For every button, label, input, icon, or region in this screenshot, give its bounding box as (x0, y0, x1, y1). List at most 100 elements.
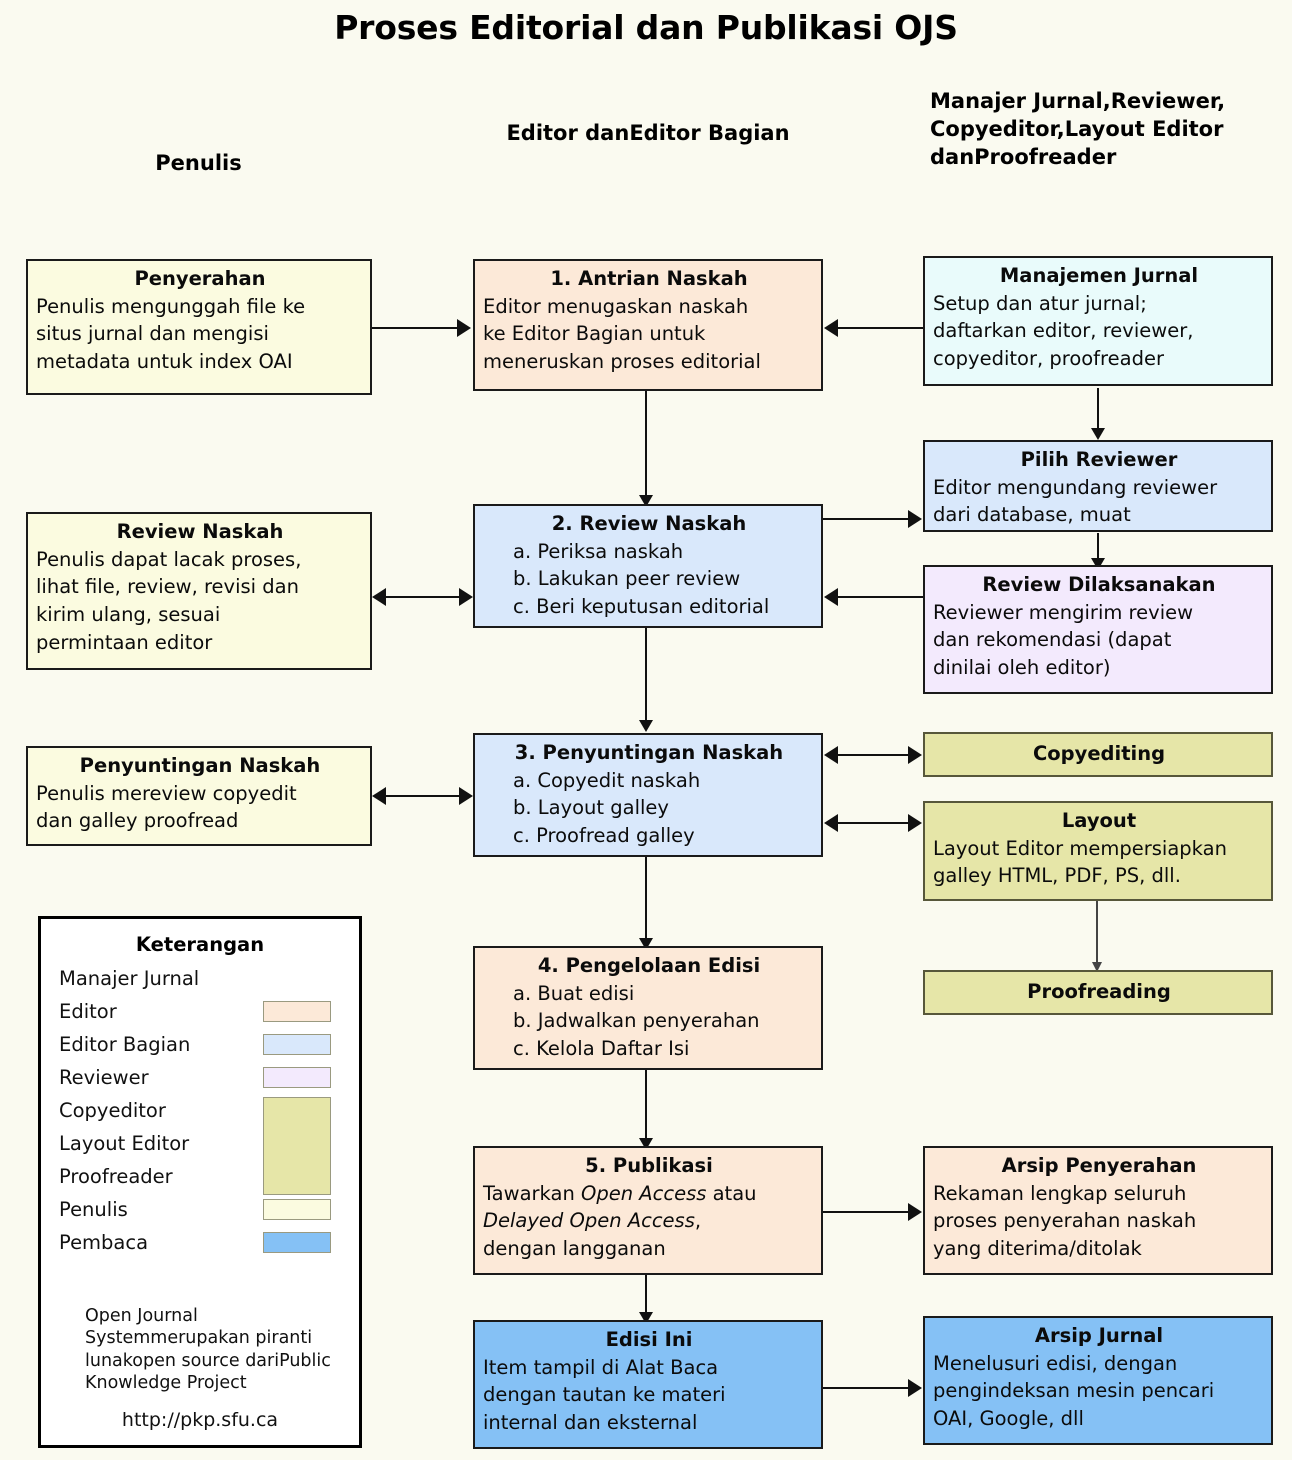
box-proofreading-heading: Proofreading (1027, 980, 1171, 1004)
box-penyuntingan-naskah-penulis-heading: Penyuntingan Naskah (79, 754, 321, 777)
box-pilih-reviewer-heading: Pilih Reviewer (1020, 448, 1178, 471)
arrowhead-down (1091, 428, 1105, 440)
arrowhead-right (459, 588, 473, 606)
column-heading-authors-label: Penulis (155, 151, 242, 175)
arrowhead-right (908, 814, 922, 832)
box-pilih-reviewer[interactable]: Pilih Reviewer Editor mengundang reviewe… (923, 440, 1273, 532)
box-antrian-naskah[interactable]: 1. Antrian Naskah Editor menugaskan nask… (473, 259, 823, 391)
connector-publikasi-to-edisiini (645, 1275, 647, 1318)
legend-item: Copyeditor (41, 1094, 359, 1195)
connector-penyerahan-to-antrian (372, 327, 458, 329)
arrowhead-right (908, 746, 922, 764)
column-heading-editors: Editor danEditor Bagian (473, 120, 823, 148)
box-review-naskah-penulis-body: Penulis dapat lacak proses,lihat file, r… (36, 547, 302, 654)
connector-pengelolaan-to-publikasi (645, 1070, 647, 1144)
legend-item-label: Reviewer (59, 1066, 149, 1089)
legend-item-label: Penulis (59, 1198, 128, 1221)
legend-item: Pembaca (41, 1226, 359, 1259)
arrowhead-right (457, 319, 471, 337)
legend-url: http://pkp.sfu.ca (121, 1409, 279, 1431)
arrowhead-left (824, 814, 838, 832)
connector-manajemen-to-pilihreviewer (1097, 388, 1099, 434)
box-manajemen-jurnal-body: Setup dan atur jurnal;daftarkan editor, … (933, 291, 1194, 371)
column-heading-authors: Penulis (26, 150, 371, 178)
connector-review-author (386, 596, 460, 598)
legend-item: Penulis (41, 1193, 359, 1226)
connector-reviewdilaksanakan-to-review (838, 596, 923, 598)
connector-edisiini-to-arsipjurnal (822, 1387, 910, 1389)
box-review-naskah-heading: 2. Review Naskah (551, 512, 747, 535)
box-edisi-ini-heading: Edisi Ini (605, 1328, 693, 1351)
box-review-naskah-penulis[interactable]: Review Naskah Penulis dapat lacak proses… (26, 512, 372, 670)
legend-note: Open Journal Systemmerupakan piranti lun… (85, 1306, 331, 1394)
box-review-dilaksanakan-heading: Review Dilaksanakan (982, 573, 1216, 596)
legend-title: Keterangan (135, 933, 265, 956)
legend-item-label: Editor (59, 1000, 117, 1023)
box-publikasi-heading: 5. Publikasi (585, 1154, 713, 1177)
legend-item-label: Layout Editor (59, 1132, 190, 1155)
connector-antrian-to-review (645, 389, 647, 499)
legend-item-label: Proofreader (59, 1165, 173, 1188)
box-arsip-jurnal-heading: Arsip Jurnal (1034, 1324, 1164, 1347)
legend-item: Reviewer (41, 1061, 359, 1094)
arrowhead-right (908, 1203, 922, 1221)
column-heading-others-label: Manajer Jurnal,Reviewer, Copyeditor,Layo… (930, 89, 1226, 169)
arrowhead-down (1092, 962, 1102, 972)
box-proofreading[interactable]: Proofreading (923, 970, 1273, 1015)
arrowhead-left (824, 746, 838, 764)
box-review-dilaksanakan[interactable]: Review Dilaksanakan Reviewer mengirim re… (923, 565, 1273, 694)
legend-item: Editor Bagian (41, 1028, 359, 1061)
legend-item: Proofreader (41, 1160, 359, 1193)
box-penyuntingan-naskah-penulis[interactable]: Penyuntingan Naskah Penulis mereview cop… (26, 746, 372, 846)
box-review-naskah-penulis-heading: Review Naskah (116, 520, 284, 543)
legend-item: Layout Editor (41, 1127, 359, 1160)
legend-item-label: Editor Bagian (59, 1033, 191, 1056)
legend-color-swatch (263, 1001, 331, 1022)
legend-color-swatch (263, 1232, 331, 1253)
legend-color-swatch (263, 1199, 331, 1220)
box-arsip-penyerahan-heading: Arsip Penyerahan (1001, 1154, 1197, 1177)
connector-layout-proofreading (1096, 890, 1098, 968)
arrowhead-left (372, 588, 386, 606)
legend-item-label: Pembaca (59, 1231, 149, 1254)
box-penyuntingan-naskah[interactable]: 3. Penyuntingan Naskah a. Copyedit naska… (473, 733, 823, 857)
connector-publikasi-to-arsip (822, 1211, 910, 1213)
arrowhead-right (908, 510, 922, 528)
arrowhead-left (824, 588, 838, 606)
arrowhead-right (459, 787, 473, 805)
box-copyediting-heading: Copyediting (1032, 742, 1166, 766)
box-penyerahan-heading: Penyerahan (134, 267, 266, 290)
box-copyediting[interactable]: Copyediting (923, 732, 1273, 777)
box-arsip-penyerahan[interactable]: Arsip Penyerahan Rekaman lengkap seluruh… (923, 1146, 1273, 1275)
arrowhead-left (372, 787, 386, 805)
box-manajemen-jurnal[interactable]: Manajemen Jurnal Setup dan atur jurnal;d… (923, 256, 1273, 386)
connector-review-to-pilihreviewer (823, 518, 911, 520)
legend-item: Manajer Jurnal (41, 962, 359, 995)
connector-penyuntingan-layout (838, 822, 910, 824)
column-heading-others: Manajer Jurnal,Reviewer, Copyeditor,Layo… (930, 88, 1280, 172)
connector-penyuntingan-to-pengelolaan (645, 857, 647, 943)
connector-manajemen-to-antrian (838, 327, 923, 329)
legend-color-swatch (263, 1067, 331, 1088)
box-pengelolaan-edisi-heading: 4. Pengelolaan Edisi (537, 954, 761, 977)
box-antrian-naskah-heading: 1. Antrian Naskah (550, 267, 748, 290)
